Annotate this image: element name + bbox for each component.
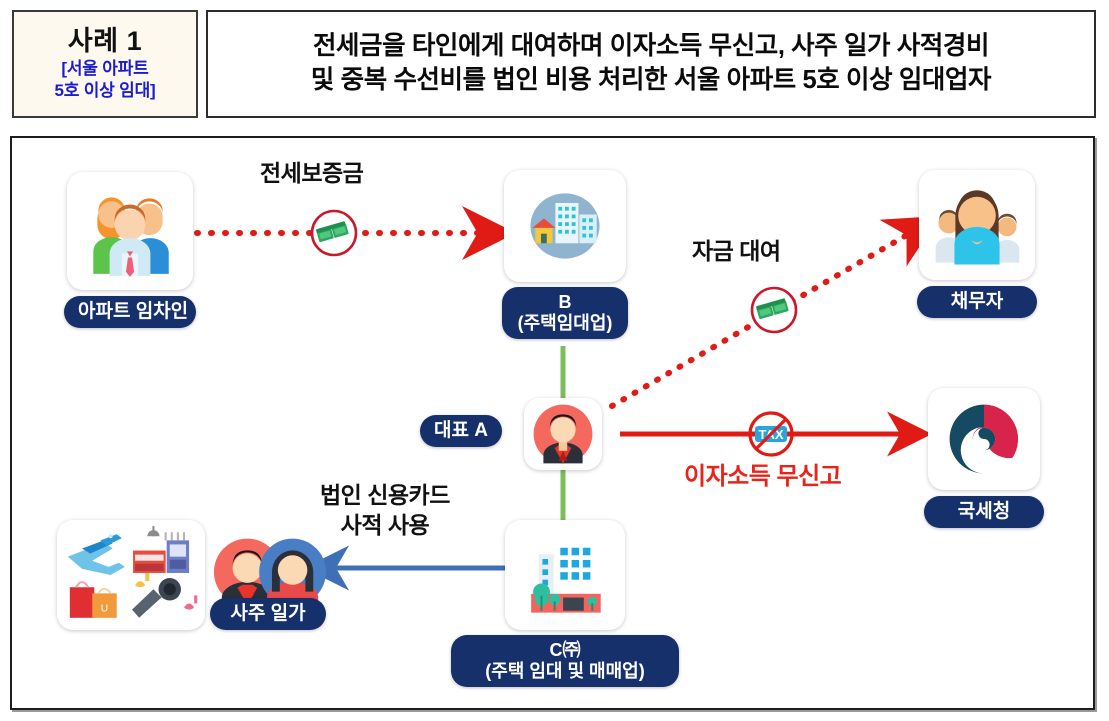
money-icon-fund-loan — [749, 285, 799, 335]
family-people-icon — [935, 190, 1020, 265]
three-people-icon — [93, 197, 169, 277]
edge-corporate-card-label-line-2: 사적 사용 — [340, 511, 430, 538]
node-tenants-label: 아파트 임차인 — [64, 296, 196, 329]
three-people-icon-card — [67, 172, 193, 290]
businessman-avatar-icon-card — [524, 398, 602, 470]
luxury-spending-icon: U — [67, 526, 198, 618]
diagram-frame: 아파트 임차인 전세보증금 — [10, 136, 1095, 710]
couple-avatar-icon — [213, 538, 327, 606]
node-tenants[interactable]: 아파트 임차인 — [64, 172, 196, 329]
edge-corporate-card-label: 법인 신용카드 사적 사용 — [320, 481, 450, 541]
node-representative-a-label: 대표 A — [420, 415, 502, 448]
shopping-bags-icon: U — [69, 581, 117, 618]
money-icon — [310, 209, 358, 257]
appliances-icon — [133, 526, 190, 573]
node-company-c-label-line-1: C㈜ — [549, 640, 581, 660]
case-subtitle-line-2: 5호 이상 임대] — [54, 80, 156, 100]
money-icon — [750, 286, 798, 334]
building-complex-icon — [531, 543, 601, 613]
node-owner-family[interactable]: 사주 일가 — [210, 536, 327, 631]
node-debtor-label: 채무자 — [917, 286, 1037, 319]
luxury-spending-icon-card: U — [57, 520, 205, 630]
korean-government-taegeuk-icon-card — [928, 388, 1040, 490]
microphone-icon — [132, 572, 198, 618]
node-owner-family-label: 사주 일가 — [210, 598, 326, 631]
node-representative-a[interactable] — [524, 398, 602, 470]
edge-fund-loan-label: 자금 대여 — [692, 238, 781, 264]
airplane-icon — [67, 534, 125, 575]
case-subtitle-line-1: [서울 아파트 — [61, 58, 149, 78]
node-nts-label: 국세청 — [924, 496, 1044, 529]
node-company-b[interactable]: B (주택임대업) — [502, 170, 628, 340]
node-luxury-spending[interactable]: U — [57, 520, 205, 630]
building-complex-icon-card — [505, 520, 625, 630]
node-company-c-label: C㈜ (주택 임대 및 매매업) — [451, 635, 679, 688]
case-number-label: 사례 1 — [67, 25, 143, 56]
edge-unreported-interest-label: 이자소득 무신고 — [684, 463, 842, 490]
node-company-c[interactable]: C㈜ (주택 임대 및 매매업) — [451, 520, 679, 688]
diagram-canvas: 아파트 임차인 전세보증금 — [12, 138, 1093, 708]
businessman-avatar-icon — [533, 404, 593, 464]
case-title-box: 전세금을 타인에게 대여하며 이자소득 무신고, 사주 일가 사적경비 및 중복… — [206, 10, 1096, 118]
node-company-b-label-line-1: B — [558, 292, 572, 312]
money-icon-deposit — [309, 208, 359, 258]
node-nts[interactable]: 국세청 — [924, 388, 1044, 529]
family-people-icon-card — [919, 170, 1035, 280]
node-company-b-label: B (주택임대업) — [502, 287, 628, 340]
apartment-buildings-icon-card — [504, 170, 626, 282]
no-tax-icon: TAX — [745, 408, 797, 460]
case-title-line-2: 및 중복 수선비를 법인 비용 처리한 서울 아파트 5호 이상 임대업자 — [310, 66, 992, 94]
node-debtor[interactable]: 채무자 — [917, 170, 1037, 319]
korean-government-taegeuk-icon — [949, 404, 1019, 474]
case-subtitle: [서울 아파트 5호 이상 임대] — [55, 58, 156, 102]
case-number-box: 사례 1 [서울 아파트 5호 이상 임대] — [12, 10, 198, 118]
edge-corporate-card-label-line-1: 법인 신용카드 — [320, 482, 450, 508]
header: 사례 1 [서울 아파트 5호 이상 임대] 전세금을 타인에게 대여하며 이자… — [0, 0, 1109, 126]
svg-text:U: U — [101, 604, 108, 615]
node-company-c-label-line-2: (주택 임대 및 매매업) — [485, 661, 645, 682]
edge-deposit-label: 전세보증금 — [260, 160, 364, 186]
apartment-buildings-icon — [530, 193, 600, 259]
no-tax-icon-glyph: TAX — [748, 411, 794, 457]
case-title-line-1: 전세금을 타인에게 대여하며 이자소득 무신고, 사주 일가 사적경비 — [312, 32, 990, 61]
node-company-b-label-line-2: (주택임대업) — [517, 313, 613, 334]
